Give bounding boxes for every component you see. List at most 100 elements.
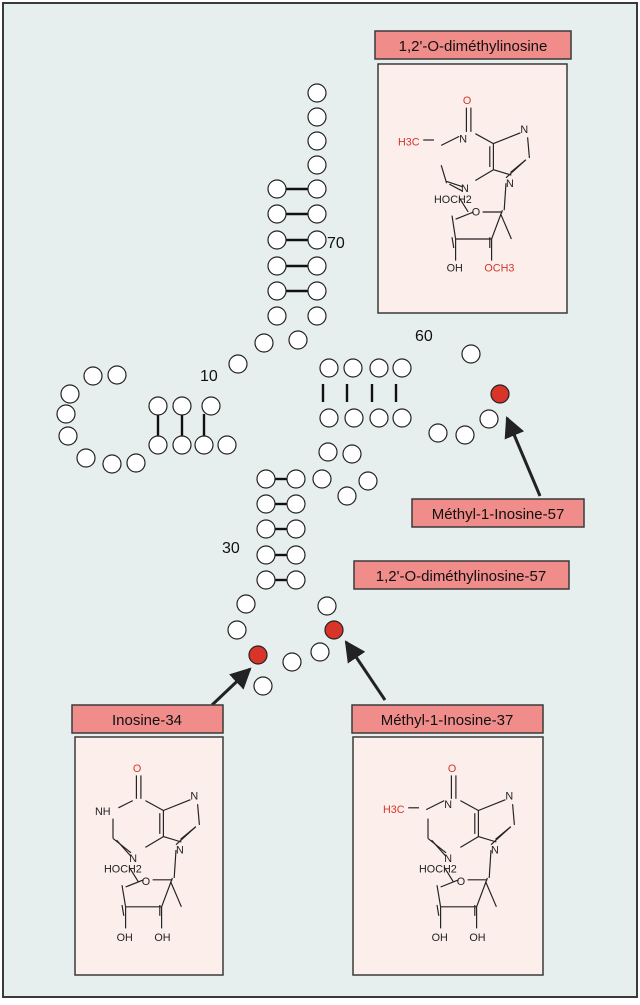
nucleotide (102, 454, 122, 474)
inosine-ring-n-2: N (176, 845, 184, 857)
dimethylinosine-ring-n: N (459, 134, 467, 146)
methyl1-inosine-ring-o: O (457, 876, 465, 888)
methyl1-inosine-methyl: H3C (383, 804, 405, 816)
methyl1-inosine-ring-n-4: N (444, 853, 452, 865)
nucleotide (256, 494, 276, 514)
nucleotide (126, 453, 146, 473)
nucleotide (342, 444, 362, 464)
nucleotide (83, 366, 103, 386)
inosine-34-label: Inosine-34 (112, 712, 182, 729)
dimethylinosine-hydroxyl: OH (447, 262, 463, 274)
nucleotide (369, 358, 389, 378)
dimethylinosine-ring-n-3: N (506, 178, 514, 190)
dimethylinosine-57-tag (353, 560, 570, 590)
nucleotide (194, 435, 214, 455)
nucleotide (172, 435, 192, 455)
nucleotide (60, 384, 80, 404)
nucleotide (228, 354, 248, 374)
nucleotide (307, 306, 327, 326)
dimethylinosine-carbonyl-o: O (463, 95, 471, 107)
nucleotide (56, 404, 76, 424)
nucleotide (307, 179, 327, 199)
dimethylinosine-methoxy: OCH3 (484, 262, 514, 274)
trna-cloverleaf (56, 83, 510, 696)
nucleotide (267, 306, 287, 326)
modified-nucleotide (248, 645, 268, 665)
inosine-molecule: O NH N N N HOCH2 O OH OH (95, 763, 200, 944)
methyl1-inosine-57-label: Méthyl-1-Inosine-57 (432, 506, 565, 523)
nucleotide (307, 256, 327, 276)
nucleotide (455, 425, 475, 445)
nucleotide (307, 155, 327, 175)
callout-arrows (210, 416, 542, 707)
position-number-60: 60 (415, 328, 433, 345)
nucleotide (337, 486, 357, 506)
inosine-34-panel: Inosine-34 (71, 704, 224, 976)
position-number-70: 70 (327, 235, 345, 252)
nucleotide (256, 545, 276, 565)
nucleotide (267, 256, 287, 276)
arrow-inosine-34 (210, 667, 252, 707)
dimethylinosine-structure-panel: 1,2'-O-diméthylinosine (374, 30, 572, 314)
inosine-sugar-head: HOCH2 (104, 864, 142, 876)
nucleotide (344, 408, 364, 428)
nucleotide (286, 494, 306, 514)
nucleotide (319, 408, 339, 428)
dimethylinosine-title-tag (374, 30, 572, 60)
nucleotide (107, 365, 127, 385)
nucleotide (428, 423, 448, 443)
nucleotide (286, 519, 306, 539)
modified-nucleotide (490, 384, 510, 404)
dimethylinosine-molecule: H3C O N N N N HOCH2 O OH OCH3 (398, 95, 530, 274)
methyl1-inosine-sugar-head: HOCH2 (419, 864, 457, 876)
nucleotide (148, 396, 168, 416)
nucleotide (172, 396, 192, 416)
nucleotide (286, 545, 306, 565)
methyl1-inosine-ring-n-3: N (491, 845, 499, 857)
methyl1-inosine-37-tag (351, 704, 544, 734)
methyl1-inosine-hydroxyl-2: OH (469, 932, 485, 944)
nucleotide (286, 570, 306, 590)
nucleotide (307, 204, 327, 224)
dimethylinosine-sugar-head: HOCH2 (434, 194, 472, 206)
nucleotide (307, 83, 327, 103)
dimethylinosine-57-label: 1,2'-O-diméthylinosine-57 (376, 568, 546, 585)
nucleotide (267, 281, 287, 301)
nucleotide (282, 652, 302, 672)
nucleotide (201, 396, 221, 416)
methyl1-inosine-57-tag (411, 498, 585, 528)
dimethylinosine-methyl: H3C (398, 136, 420, 148)
nucleotide (267, 179, 287, 199)
nucleotide (256, 570, 276, 590)
nucleotide (319, 358, 339, 378)
inosine-hydroxyl-1: OH (117, 932, 133, 944)
modified-nucleotide (324, 620, 344, 640)
nucleotide (256, 519, 276, 539)
methyl1-inosine-ring-n-2: N (505, 791, 513, 803)
nucleotide (392, 358, 412, 378)
nucleotide (369, 408, 389, 428)
nucleotide (254, 333, 274, 353)
nucleotide (286, 469, 306, 489)
nucleotide (217, 435, 237, 455)
inosine-nh: NH (95, 806, 111, 818)
nucleotide (307, 230, 327, 250)
nucleotide (267, 230, 287, 250)
nucleotide (312, 469, 332, 489)
nucleotide (236, 594, 256, 614)
dimethylinosine-structure-box (377, 63, 568, 314)
nucleotide (148, 435, 168, 455)
dimethylinosine-title: 1,2'-O-diméthylinosine (399, 38, 548, 55)
dimethylinosine-ring-n-2: N (520, 124, 528, 136)
nucleotide (307, 281, 327, 301)
inosine-carbonyl-o: O (133, 763, 141, 775)
inosine-ring-o: O (142, 876, 150, 888)
nucleotide (307, 107, 327, 127)
nucleotide (392, 408, 412, 428)
dimethylinosine-ring-n-4: N (461, 183, 469, 195)
methyl1-inosine-carbonyl-o: O (448, 763, 456, 775)
inosine-34-tag (71, 704, 224, 734)
nucleotide (358, 471, 378, 491)
nucleotide (461, 344, 481, 364)
